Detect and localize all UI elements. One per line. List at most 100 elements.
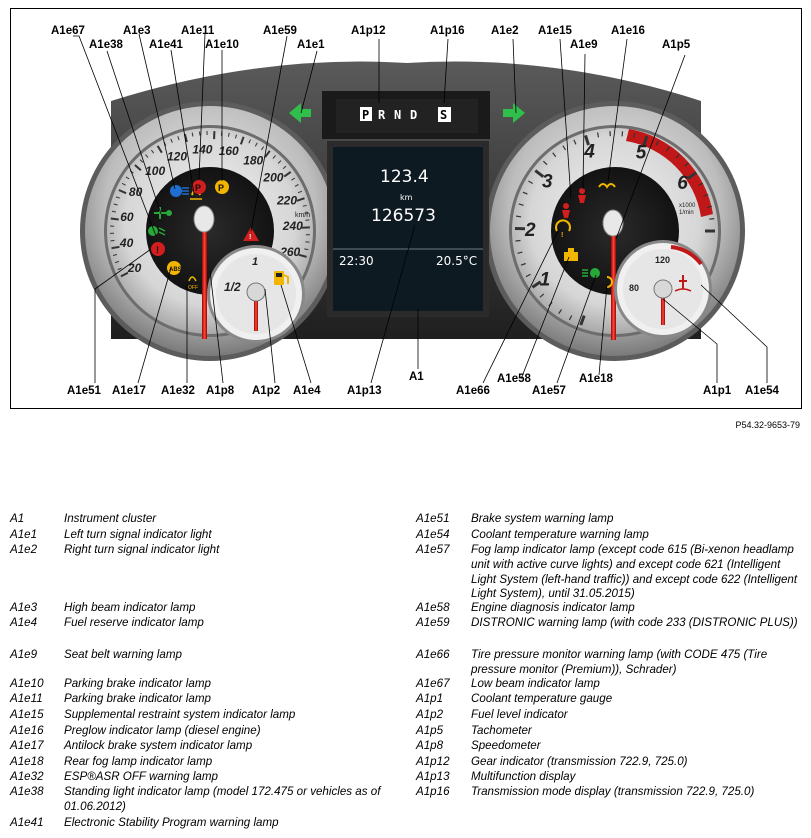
outside-temperature: 20.5°C: [436, 254, 477, 268]
legend-code: A1e58: [416, 601, 450, 614]
tachometer-ticks: [514, 131, 715, 326]
seat-belt-icon: [578, 188, 586, 203]
left-warning-lamps: P P ! ABS OFF !: [148, 180, 259, 291]
speedometer-tick: [302, 204, 307, 207]
speedometer-number: 60: [120, 210, 134, 224]
speedometer-number: 160: [219, 144, 239, 158]
legend-code: A1e9: [10, 648, 38, 661]
tachometer-tick: [516, 215, 522, 218]
speedometer-tick: [111, 245, 120, 250]
tachometer-tick: [517, 251, 523, 254]
esp-off-icon: OFF: [188, 276, 198, 291]
distronic-warning-icon: !: [243, 227, 259, 241]
speedometer-tick: [305, 219, 310, 221]
legend-code: A1e3: [10, 601, 38, 614]
callout-a1p2: A1p2: [252, 385, 281, 397]
tachometer-tick: [666, 146, 670, 152]
tachometer-tick: [579, 315, 586, 326]
parking-brake-icon: P: [192, 180, 206, 194]
tachometer-tick: [525, 273, 531, 278]
center-display: P R N D S 123.4 km 126573 22:30 20.5°C: [289, 91, 525, 317]
legend-description: Tachometer: [471, 724, 532, 737]
legend-code: A1p1: [416, 692, 444, 705]
legend-code: A1e1: [10, 528, 38, 541]
callout-a1e67: A1e67: [51, 25, 85, 37]
tachometer-tick: [698, 182, 704, 187]
legend-description: Right turn signal indicator light: [64, 543, 220, 556]
speedometer-tick: [264, 150, 271, 158]
coolant-gauge: 80 120: [614, 240, 712, 338]
callout-a1p1: A1p1: [703, 385, 732, 397]
legend-code: A1e38: [10, 785, 44, 798]
legend-code: A1e67: [416, 677, 450, 690]
gear-indicator: P R N D: [360, 107, 417, 122]
svg-text:ABS: ABS: [169, 267, 182, 273]
legend-code: A1p8: [416, 739, 444, 752]
tachometer-unit-line2: 1/min: [679, 210, 694, 216]
legend-description: Coolant temperature gauge: [471, 692, 613, 705]
callout-a1e66: A1e66: [456, 385, 490, 397]
legend-code: A1e41: [10, 816, 44, 829]
callout-a1e54: A1e54: [745, 385, 779, 397]
legend-description: Supplemental restraint system indicator …: [64, 708, 296, 721]
gear-letter-p: P: [362, 108, 369, 122]
speedometer-tick: [254, 142, 258, 147]
tachometer-tick: [684, 162, 689, 167]
fog-lamp-icon: [582, 268, 600, 278]
fuel-hub: [246, 282, 266, 302]
legend-code: A1e51: [416, 512, 450, 525]
fuel-needle: [254, 297, 258, 331]
speedometer-tick: [277, 160, 282, 164]
svg-text:!: !: [249, 234, 251, 241]
legend-code: A1e16: [10, 724, 44, 737]
tire-pressure-icon: !: [555, 219, 571, 239]
callout-a1e2: A1e2: [491, 25, 519, 37]
speedometer-tick: [139, 159, 144, 163]
speedometer-tick: [304, 248, 309, 251]
tachometer-unit-line1: x1000: [679, 203, 696, 209]
brake-warning-icon: !: [151, 242, 165, 256]
callout-a1: A1: [409, 371, 424, 383]
tachometer-number: 3: [542, 171, 553, 192]
callout-a1e51: A1e51: [67, 385, 101, 397]
speedometer-needle: [202, 219, 207, 339]
speedometer-tick: [191, 132, 194, 137]
tachometer-needle: [611, 224, 616, 340]
callout-a1e10: A1e10: [205, 39, 239, 51]
speedometer-tick: [294, 184, 299, 187]
gear-letter-n: N: [394, 108, 401, 122]
legend-description: Preglow indicator lamp (diesel engine): [64, 724, 261, 737]
legend-description: Instrument cluster: [64, 512, 157, 525]
callout-a1p13: A1p13: [347, 385, 382, 397]
legend-code: A1: [10, 512, 25, 525]
coolant-hub: [653, 279, 673, 299]
speedometer-tick: [112, 254, 118, 256]
transmission-mode-display: S: [438, 107, 451, 122]
tachometer-number: 6: [677, 173, 688, 194]
preglow-icon: [598, 183, 616, 189]
coolant-needle: [661, 293, 665, 325]
legend-code: A1p12: [416, 755, 450, 768]
speedometer-tick: [145, 154, 149, 158]
speedometer-number: 200: [262, 171, 283, 185]
legend-description: Electronic Stability Program warning lam…: [64, 816, 279, 829]
callout-a1e16: A1e16: [611, 25, 645, 37]
speedometer-tick: [177, 136, 180, 141]
fuel-gauge: 1 1/2: [207, 245, 305, 343]
svg-text:!: !: [156, 245, 159, 255]
fuel-half-mark: 1/2: [224, 280, 241, 294]
speedometer-tick: [239, 136, 245, 145]
callout-a1e18: A1e18: [579, 373, 613, 385]
tachometer-tick: [520, 262, 526, 266]
gear-letter-r: R: [378, 108, 386, 122]
speedometer-number: 240: [282, 219, 303, 233]
clock-value: 22:30: [339, 254, 374, 268]
legend-description: Seat belt warning lamp: [64, 648, 182, 661]
tachometer-number: 4: [583, 142, 595, 163]
speedometer-tick: [304, 212, 309, 214]
tachometer-hub: [602, 209, 624, 237]
speedometer-tick: [296, 197, 305, 202]
legend-description: Brake system warning lamp: [471, 512, 614, 525]
